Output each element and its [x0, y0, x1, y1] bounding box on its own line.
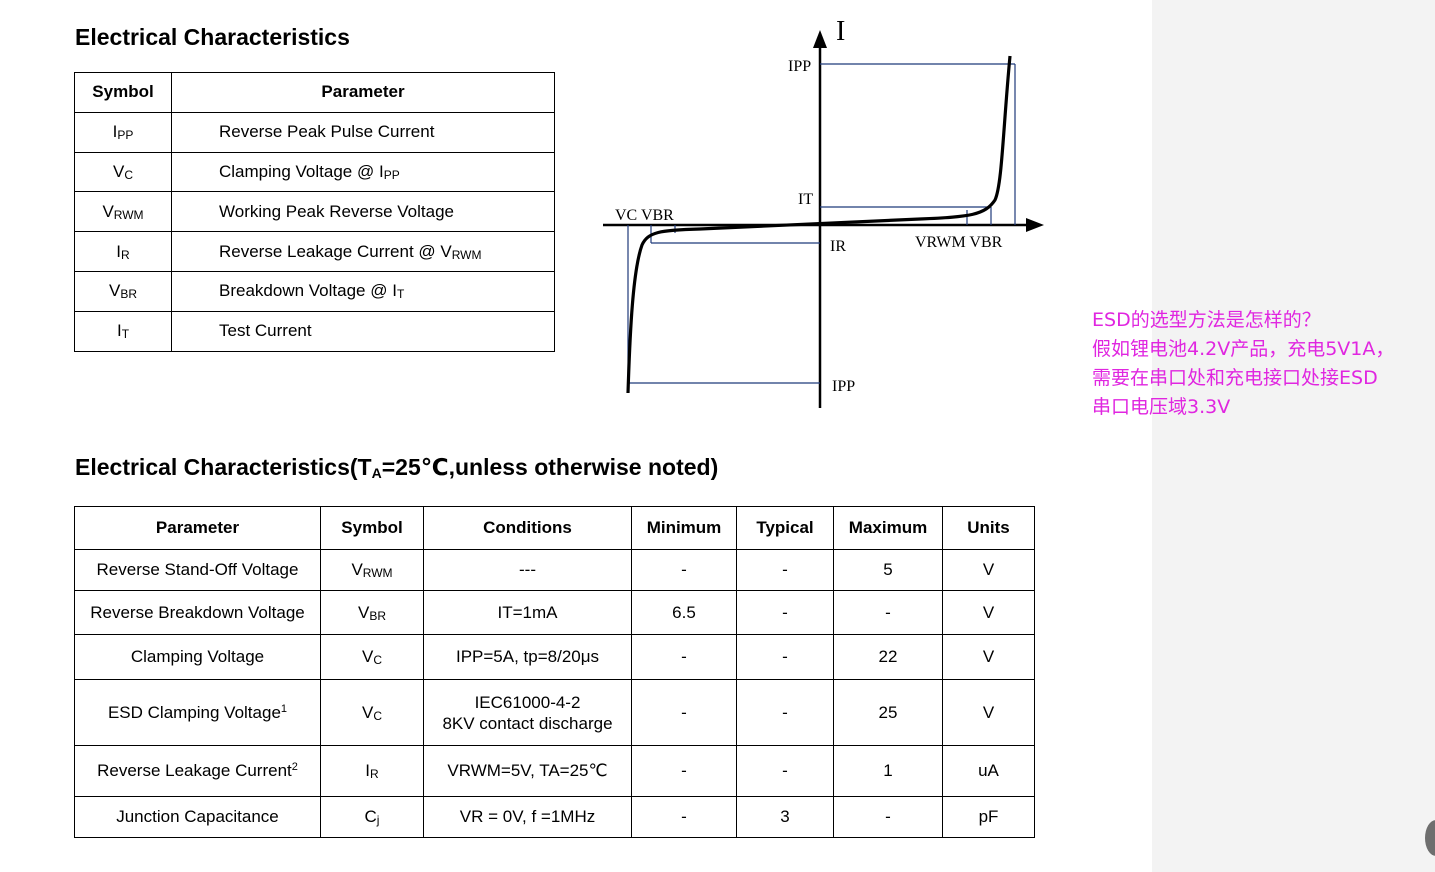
minimum-cell: -	[631, 745, 737, 797]
label-vrwm-vbr: VRWM VBR	[915, 234, 1003, 251]
maximum-cell: 1	[833, 745, 943, 797]
conditions-cell: IT=1mA	[423, 590, 632, 635]
note-line: 需要在串口处和充电接口处接ESD	[1092, 367, 1378, 389]
table-row: IT Test Current	[74, 310, 555, 352]
label-ipp-top: IPP	[788, 58, 811, 75]
header-minimum: Minimum	[631, 506, 737, 550]
parameter-cell: Clamping Voltage	[74, 634, 321, 680]
symbol-cell: IR	[320, 745, 424, 797]
parameter-cell: Reverse Leakage Current @ VRWM	[171, 231, 555, 272]
scroll-handle[interactable]	[1425, 820, 1435, 856]
maximum-cell: 22	[833, 634, 943, 680]
symbol-cell: IPP	[74, 111, 172, 153]
minimum-cell: -	[631, 549, 737, 591]
symbol-cell: VC	[74, 151, 172, 193]
note-line: 串口电压域3.3V	[1092, 396, 1231, 418]
header-symbol: Symbol	[320, 506, 424, 550]
maximum-cell: 25	[833, 679, 943, 746]
minimum-cell: -	[631, 796, 737, 838]
symbol-cell: IT	[74, 310, 172, 352]
units-cell: V	[942, 590, 1035, 635]
header-parameter: Parameter	[74, 506, 321, 550]
header-conditions: Conditions	[423, 506, 632, 550]
label-vc-vbr: VC VBR	[615, 207, 674, 224]
units-cell: V	[942, 634, 1035, 680]
parameter-cell: Clamping Voltage @ IPP	[171, 151, 555, 193]
minimum-cell: 6.5	[631, 590, 737, 635]
symbol-cell: Cj	[320, 796, 424, 838]
guide-lines	[627, 63, 1016, 384]
current-axis-arrow-icon	[813, 30, 827, 48]
header-units: Units	[942, 506, 1035, 550]
document-page: Electrical Characteristics Symbol Parame…	[74, 16, 1044, 838]
table-row: VC Clamping Voltage @ IPP	[74, 151, 555, 193]
annotation-note: ESD的选型方法是怎样的？ 假如锂电池4.2V产品，充电5V1A， 需要在串口处…	[1092, 306, 1432, 422]
conditions-cell: VR = 0V, f =1MHz	[423, 796, 632, 838]
parameter-cell: Reverse Breakdown Voltage	[74, 590, 321, 635]
conditions-cell: ---	[423, 549, 632, 591]
table-row: Reverse Stand-Off Voltage VRWM --- - - 5…	[74, 549, 1035, 591]
header-typical: Typical	[736, 506, 834, 550]
table-row: IR Reverse Leakage Current @ VRWM	[74, 231, 555, 272]
table-row: Reverse Breakdown Voltage VBR IT=1mA 6.5…	[74, 590, 1035, 635]
note-line: ESD的选型方法是怎样的？	[1092, 309, 1321, 331]
section-title-electrical-characteristics-ta: Electrical Characteristics(TA=25℃,unless…	[75, 454, 719, 481]
axis-label-current: I	[836, 16, 845, 47]
electrical-characteristics-table: Parameter Symbol Conditions Minimum Typi…	[74, 506, 1035, 838]
note-line: 假如锂电池4.2V产品，充电5V1A，	[1092, 338, 1395, 360]
table-row: Reverse Leakage Current2 IR VRWM=5V, TA=…	[74, 745, 1035, 797]
table-row: VBR Breakdown Voltage @ IT	[74, 270, 555, 312]
minimum-cell: -	[631, 634, 737, 680]
voltage-axis-arrow-icon	[1026, 218, 1044, 232]
parameter-cell: Junction Capacitance	[74, 796, 321, 838]
parameter-cell: Test Current	[171, 310, 555, 352]
typical-cell: -	[736, 549, 834, 591]
symbol-cell: VC	[320, 634, 424, 680]
units-cell: V	[942, 679, 1035, 746]
symbol-cell: VBR	[74, 270, 172, 312]
tvs-iv-curve-diagram: I IPP IT VC VBR IR VRWM VBR IPP	[603, 16, 1044, 408]
typical-cell: -	[736, 634, 834, 680]
label-ipp-bottom: IPP	[832, 378, 855, 395]
symbol-cell: VBR	[320, 590, 424, 635]
symbol-cell: VRWM	[320, 549, 424, 591]
header-maximum: Maximum	[833, 506, 943, 550]
iv-curve	[626, 55, 1012, 394]
units-cell: pF	[942, 796, 1035, 838]
maximum-cell: 5	[833, 549, 943, 591]
typical-cell: -	[736, 590, 834, 635]
parameter-cell: Reverse Leakage Current2	[74, 745, 321, 797]
units-cell: uA	[942, 745, 1035, 797]
table-row: Junction Capacitance Cj VR = 0V, f =1MHz…	[74, 796, 1035, 838]
maximum-cell: -	[833, 796, 943, 838]
header-parameter: Parameter	[171, 72, 555, 113]
label-ir: IR	[830, 238, 846, 255]
maximum-cell: -	[833, 590, 943, 635]
typical-cell: 3	[736, 796, 834, 838]
typical-cell: -	[736, 745, 834, 797]
typical-cell: -	[736, 679, 834, 746]
parameter-cell: Reverse Peak Pulse Current	[171, 111, 555, 153]
table-row: IPP Reverse Peak Pulse Current	[74, 111, 555, 153]
symbol-parameter-table: Symbol Parameter IPP Reverse Peak Pulse …	[74, 72, 555, 352]
minimum-cell: -	[631, 679, 737, 746]
side-panel	[1152, 0, 1435, 872]
table-row: Clamping Voltage VC IPP=5A, tp=8/20μs - …	[74, 634, 1035, 680]
parameter-cell: Reverse Stand-Off Voltage	[74, 549, 321, 591]
conditions-cell: IPP=5A, tp=8/20μs	[423, 634, 632, 680]
conditions-cell: VRWM=5V, TA=25℃	[423, 745, 632, 797]
symbol-cell: VC	[320, 679, 424, 746]
header-symbol: Symbol	[74, 72, 172, 113]
parameter-cell: ESD Clamping Voltage1	[74, 679, 321, 746]
label-it: IT	[798, 191, 813, 208]
units-cell: V	[942, 549, 1035, 591]
parameter-cell: Breakdown Voltage @ IT	[171, 270, 555, 312]
section-title-electrical-characteristics: Electrical Characteristics	[75, 24, 350, 50]
